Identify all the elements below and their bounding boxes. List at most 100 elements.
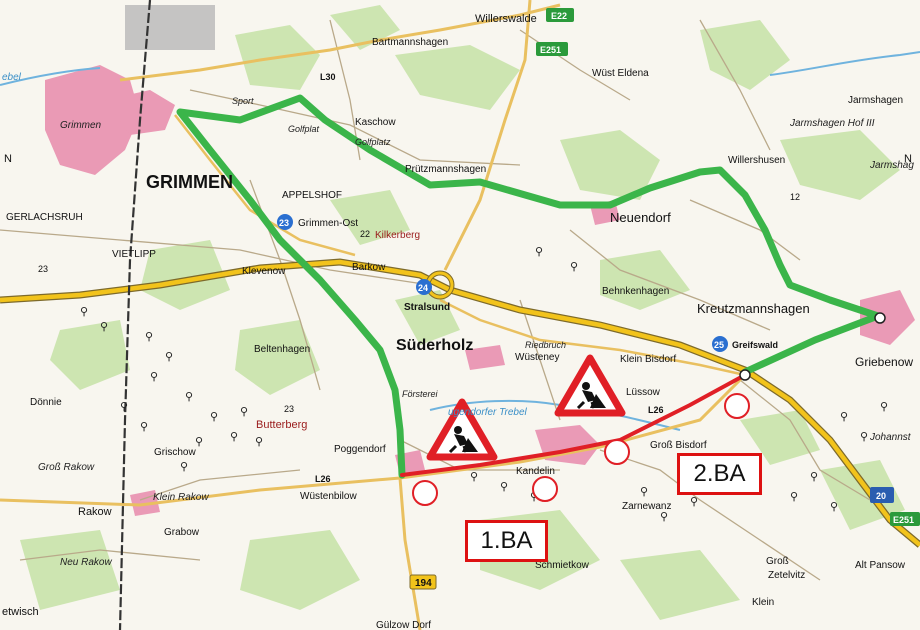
place-klevenow: Klevenow bbox=[242, 266, 286, 277]
major-roads bbox=[0, 0, 747, 630]
svg-text:⚲: ⚲ bbox=[195, 436, 203, 448]
interchange-marker-greifswald bbox=[739, 369, 751, 381]
place-neu-rakow: Neu Rakow bbox=[60, 557, 112, 568]
place-jarmshagen: Jarmshagen bbox=[848, 95, 903, 106]
place-gross-bisdorf: Groß Bisdorf bbox=[650, 440, 707, 451]
exit-number-24: 24 bbox=[418, 283, 428, 293]
place-pruetzmannshagen: Prützmannshagen bbox=[405, 164, 486, 175]
svg-text:⚲: ⚲ bbox=[530, 491, 538, 503]
place-klein-rakow: Klein Rakow bbox=[153, 492, 209, 503]
place-luessow: Lüssow bbox=[626, 387, 661, 398]
construction-phase-2-label: 2.BA bbox=[677, 453, 762, 495]
place-wuesteney: Wüsteney bbox=[515, 352, 559, 363]
svg-text:⚲: ⚲ bbox=[690, 496, 698, 508]
road-label-l26-east: L26 bbox=[648, 405, 664, 415]
junction-markers bbox=[412, 393, 750, 506]
svg-text:⚲: ⚲ bbox=[790, 491, 798, 503]
place-foersterei: Försterei bbox=[402, 389, 439, 399]
svg-text:⚲: ⚲ bbox=[810, 471, 818, 483]
water-label-trebel: ugendorfer Trebel bbox=[448, 407, 528, 418]
place-schmietkow: Schmietkow bbox=[535, 560, 590, 571]
svg-text:⚲: ⚲ bbox=[255, 436, 263, 448]
svg-text:⚲: ⚲ bbox=[210, 411, 218, 423]
railway bbox=[118, 0, 152, 630]
place-golfplatz-2: Golfplatz bbox=[355, 137, 391, 147]
place-gross-rakow: Groß Rakow bbox=[38, 462, 95, 473]
wind-turbines: ⚲⚲⚲ ⚲⚲⚲ ⚲⚲⚲ ⚲⚲⚲ ⚲⚲⚲ ⚲⚲⚲ ⚲⚲⚲ ⚲⚲⚲ ⚲⚲ ⚲⚲ bbox=[80, 246, 888, 523]
road-label-e251-top: E251 bbox=[540, 45, 561, 55]
construction-phase-1-text: 1.BA bbox=[480, 527, 533, 554]
road-route-labels: L30 L26 L26 12 23 23 22 bbox=[38, 72, 800, 484]
place-greifswald: Greifswald bbox=[732, 340, 778, 350]
exit-number-25: 25 bbox=[714, 340, 724, 350]
place-gross: Groß bbox=[766, 556, 789, 567]
svg-text:⚲: ⚲ bbox=[145, 331, 153, 343]
construction-phase-2-text: 2.BA bbox=[693, 460, 746, 487]
place-doennie: Dönnie bbox=[30, 397, 62, 408]
place-behnkenhagen: Behnkenhagen bbox=[602, 286, 669, 297]
road-label-b194: 194 bbox=[415, 578, 432, 589]
construction-phase-1-label: 1.BA bbox=[465, 520, 548, 562]
place-rakow: Rakow bbox=[78, 506, 112, 518]
svg-text:⚲: ⚲ bbox=[840, 411, 848, 423]
place-n-left: N bbox=[4, 153, 12, 165]
svg-text:⚲: ⚲ bbox=[80, 306, 88, 318]
place-griebenow: Griebenow bbox=[855, 355, 913, 369]
place-willerswalde: Willerswalde bbox=[475, 13, 537, 25]
elevation-label-23-b: 23 bbox=[284, 404, 294, 414]
place-kilkerberg: Kilkerberg bbox=[375, 230, 420, 241]
place-etwisch: etwisch bbox=[2, 606, 39, 618]
svg-text:⚲: ⚲ bbox=[880, 401, 888, 413]
place-guelzow-dorf: Gülzow Dorf bbox=[376, 620, 431, 630]
place-grimmen: GRIMMEN bbox=[146, 172, 233, 192]
svg-text:⚲: ⚲ bbox=[660, 511, 668, 523]
svg-text:⚲: ⚲ bbox=[100, 321, 108, 333]
place-grabow: Grabow bbox=[164, 527, 200, 538]
place-sport: Sport bbox=[232, 96, 254, 106]
place-gerlachsruh: GERLACHSRUH bbox=[6, 212, 83, 223]
svg-text:⚲: ⚲ bbox=[185, 391, 193, 403]
place-johannst: Johannst bbox=[869, 432, 912, 443]
elevation-label-12: 12 bbox=[790, 192, 800, 202]
road-label-l30: L30 bbox=[320, 72, 336, 82]
exit-number-23: 23 bbox=[279, 218, 289, 228]
place-wuestenbilow: Wüstenbilow bbox=[300, 491, 357, 502]
svg-text:⚲: ⚲ bbox=[120, 401, 128, 413]
place-labels: GRIMMEN Grimmen Willerswalde Bartmannsha… bbox=[2, 13, 914, 630]
place-beltenhagen: Beltenhagen bbox=[254, 344, 310, 355]
svg-text:⚲: ⚲ bbox=[140, 421, 148, 433]
place-grimmen-small: Grimmen bbox=[60, 120, 102, 131]
place-neuendorf: Neuendorf bbox=[610, 210, 671, 225]
road-label-e251-bottom: E251 bbox=[893, 515, 914, 525]
svg-text:⚲: ⚲ bbox=[150, 371, 158, 383]
svg-text:⚲: ⚲ bbox=[165, 351, 173, 363]
place-butterberg: Butterberg bbox=[256, 419, 307, 431]
construction-sign-2[interactable] bbox=[554, 354, 626, 417]
construction-route bbox=[400, 373, 747, 477]
place-klein: Klein bbox=[752, 597, 774, 608]
minor-roads bbox=[0, 19, 871, 581]
place-jarmshagen-hof: Jarmshagen Hof III bbox=[789, 118, 875, 129]
svg-text:⚲: ⚲ bbox=[180, 461, 188, 473]
place-alt-pansow: Alt Pansow bbox=[855, 560, 906, 571]
detour-route bbox=[176, 94, 882, 479]
svg-text:⚲: ⚲ bbox=[240, 406, 248, 418]
svg-text:⚲: ⚲ bbox=[860, 431, 868, 443]
svg-text:⚲: ⚲ bbox=[830, 501, 838, 513]
elevation-label-23-a: 23 bbox=[38, 264, 48, 274]
construction-sign-1[interactable] bbox=[426, 398, 498, 461]
place-suederholz: Süderholz bbox=[396, 337, 473, 354]
place-poggendorf: Poggendorf bbox=[334, 444, 386, 455]
place-golfplatz-1: Golfplat bbox=[288, 124, 320, 134]
place-bartmannshagen: Bartmannshagen bbox=[372, 37, 448, 48]
place-n-right: N bbox=[904, 153, 912, 165]
place-klein-bisdorf: Klein Bisdorf bbox=[620, 354, 676, 365]
svg-text:⚲: ⚲ bbox=[570, 261, 578, 273]
place-jarmshag: Jarmshag bbox=[869, 160, 914, 171]
road-label-l26-west: L26 bbox=[315, 474, 331, 484]
place-barkow: Barkow bbox=[352, 262, 386, 273]
place-grimmen-ost: Grimmen-Ost bbox=[298, 218, 358, 229]
road-label-exit-20: 20 bbox=[876, 491, 886, 501]
